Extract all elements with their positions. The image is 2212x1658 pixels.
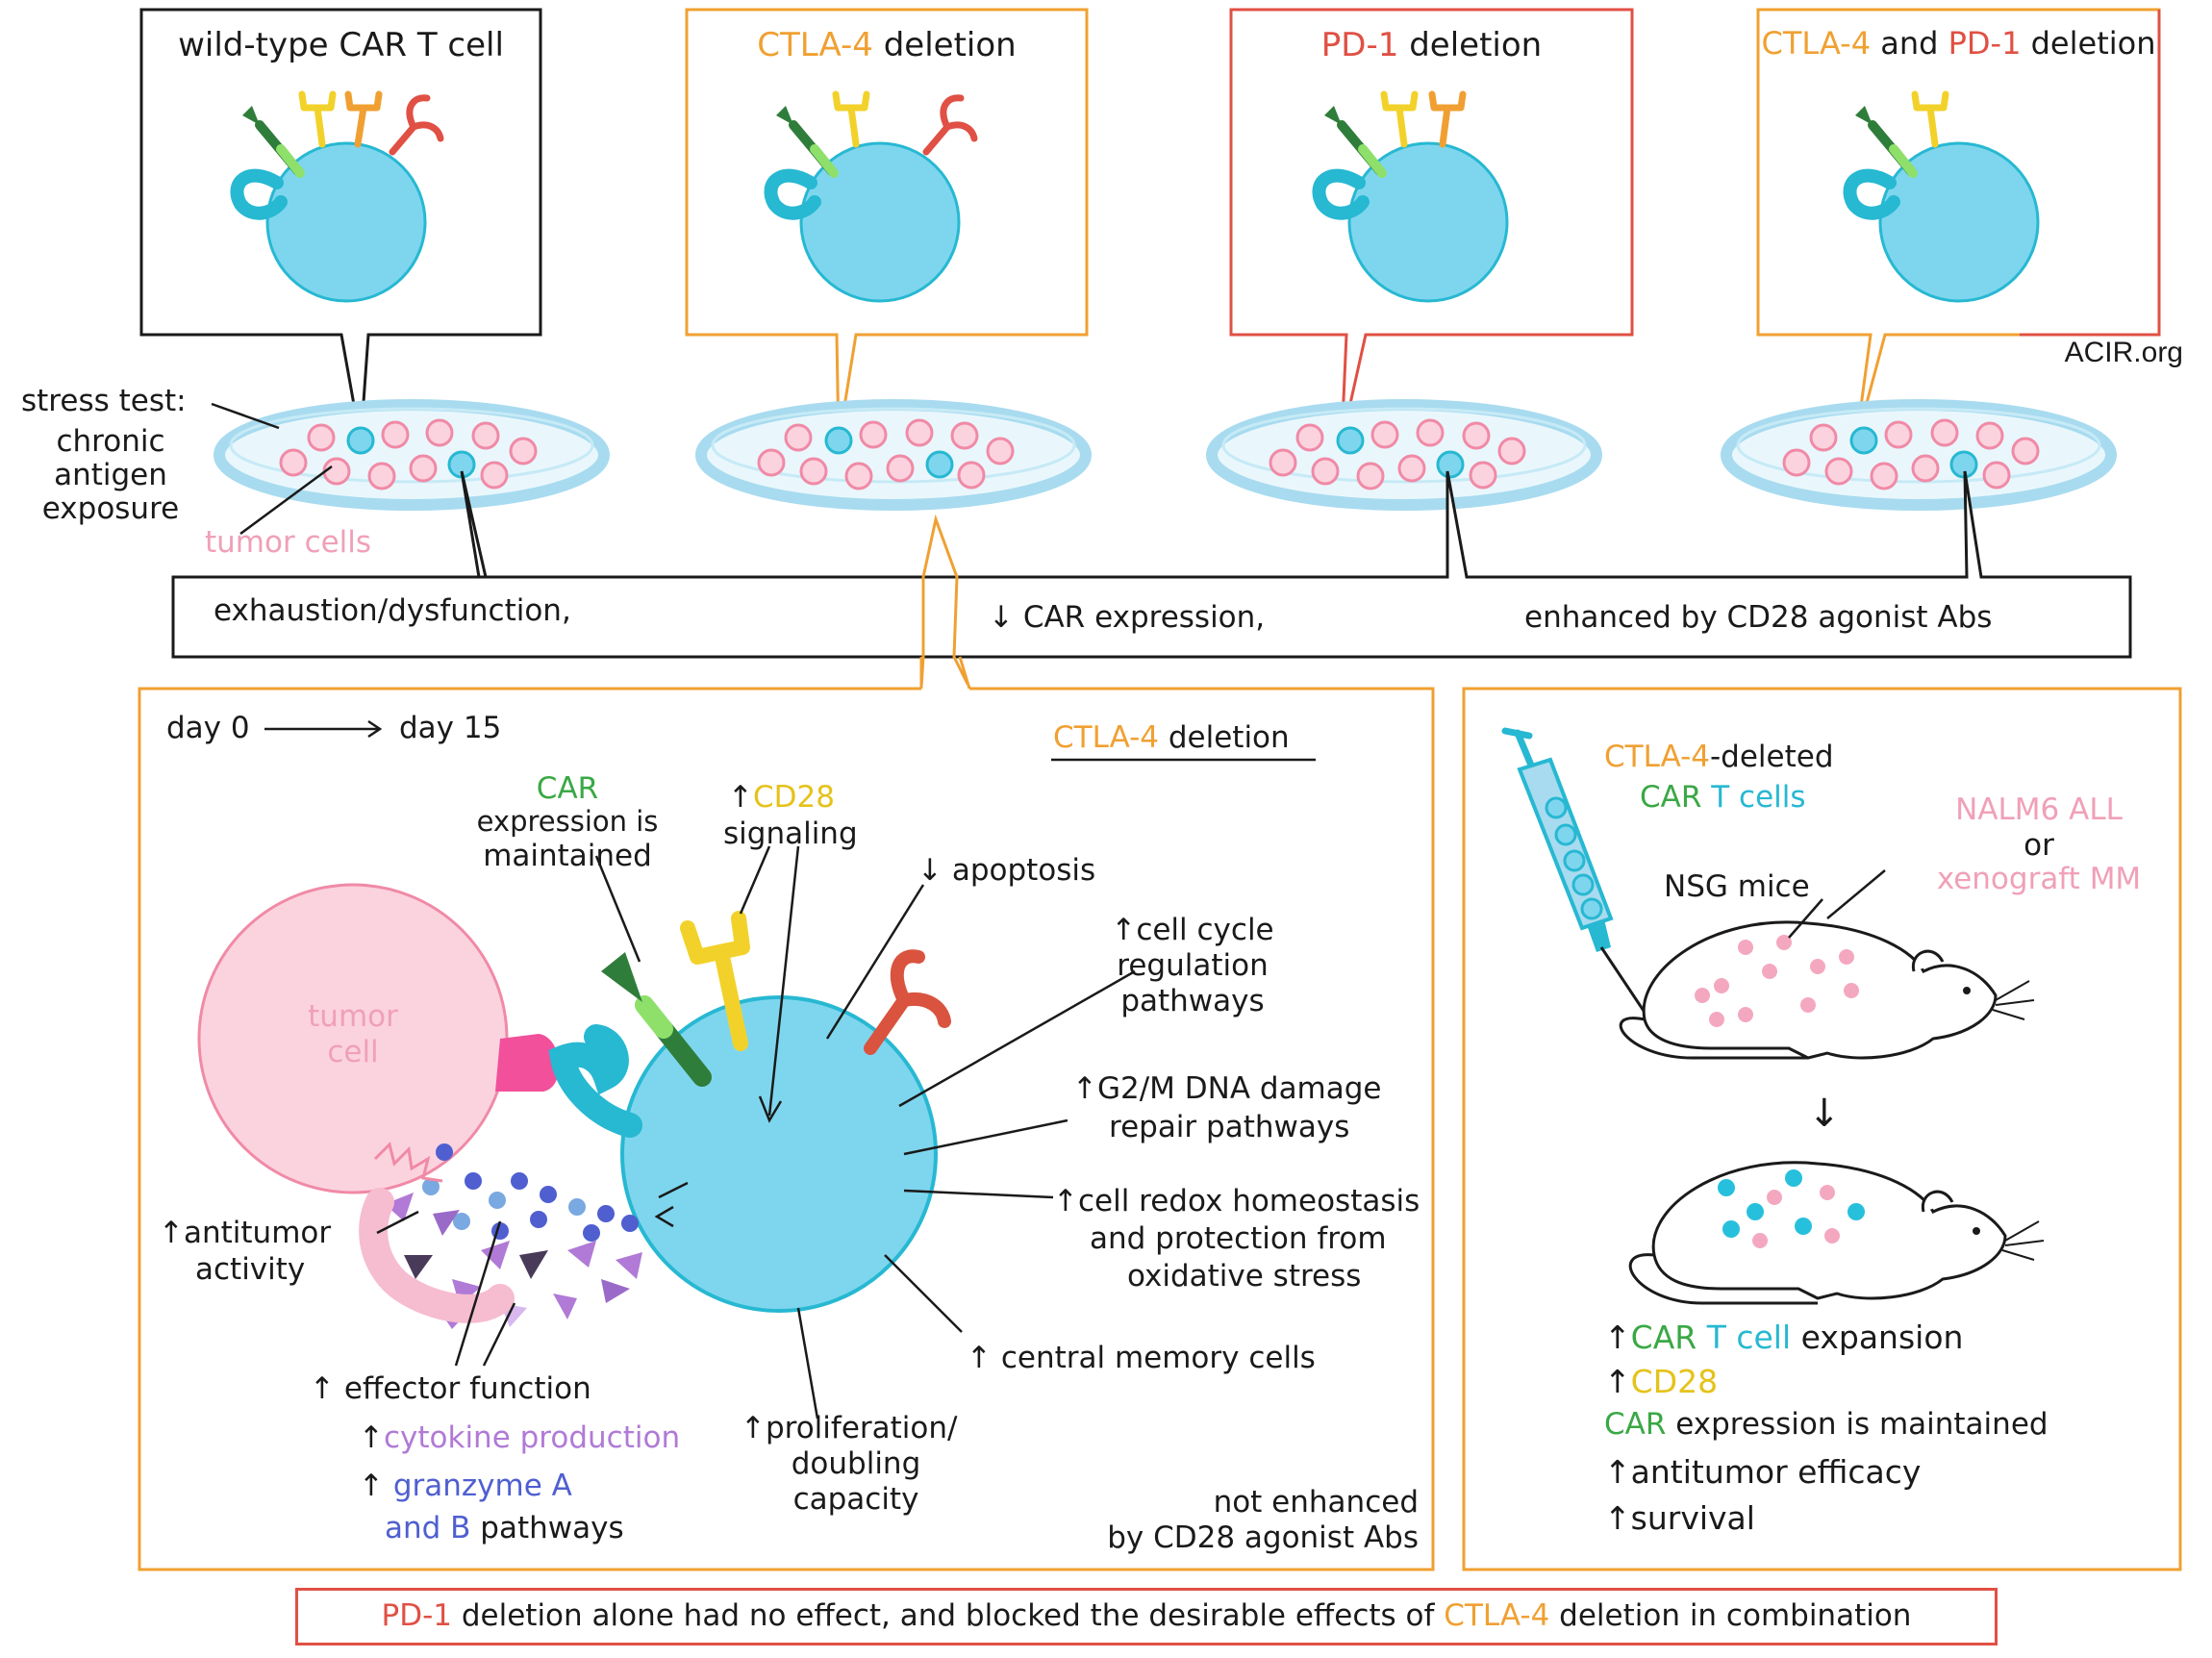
petri-dish-3 bbox=[1206, 399, 1602, 511]
mouse-after bbox=[1628, 1161, 2045, 1305]
panel-pd1 bbox=[1229, 8, 1634, 443]
prolif-1: ↑proliferation/ bbox=[741, 1411, 958, 1445]
credit: ACIR.org bbox=[2064, 337, 2183, 368]
detail-title: CTLA-4 deletion bbox=[1053, 720, 1290, 755]
tumor-cell-label-2: cell bbox=[327, 1035, 379, 1069]
nsg-label: NSG mice bbox=[1664, 869, 1810, 904]
result-1: ↑CAR T cell expansion bbox=[1604, 1319, 1964, 1356]
car-label-2: expression is bbox=[476, 805, 659, 838]
cd28-label: ↑CD28 bbox=[728, 780, 835, 815]
result-2: ↑CD28 bbox=[1604, 1363, 1719, 1400]
g2m-1: ↑G2/M DNA damage bbox=[1072, 1071, 1382, 1106]
cell-cycle-1: ↑cell cycle bbox=[1111, 913, 1274, 947]
summary-text-3: enhanced by CD28 agonist Abs bbox=[1524, 600, 1993, 635]
tumor-cells-label: tumor cells bbox=[205, 525, 372, 560]
or-label: or bbox=[2023, 828, 2054, 863]
t-cell-double bbox=[1878, 141, 2040, 303]
panel-ctla4 bbox=[685, 8, 1089, 443]
t-cell-wild-type bbox=[265, 141, 427, 303]
nalm6-label: NALM6 ALL bbox=[1955, 792, 2123, 827]
mouse-before bbox=[1619, 920, 2035, 1060]
syringe-icon bbox=[1501, 727, 1651, 1020]
timeline-arrow bbox=[264, 719, 383, 739]
stress-label-2: chronic bbox=[56, 424, 165, 459]
petri-dish-1 bbox=[214, 399, 610, 511]
car-label-1: CAR bbox=[536, 771, 599, 806]
detail-panel-frame bbox=[138, 687, 1435, 1571]
prolif-2: doubling bbox=[791, 1446, 921, 1481]
cd28-label-2: signaling bbox=[723, 816, 858, 851]
result-5: ↑survival bbox=[1604, 1499, 1755, 1537]
apoptosis-label: ↓ apoptosis bbox=[917, 853, 1096, 888]
not-enhanced-2: by CD28 agonist Abs bbox=[1107, 1520, 1419, 1555]
antitumor-1: ↑antitumor bbox=[159, 1216, 332, 1250]
stress-label-4: exposure bbox=[41, 491, 180, 526]
summary-text-1: exhaustion/dysfunction, bbox=[214, 593, 571, 628]
panel-title-ctla4-pd1: CTLA-4 and PD-1 deletion bbox=[1761, 25, 2156, 62]
prolif-3: capacity bbox=[792, 1482, 919, 1517]
mouse-down-arrow: ↓ bbox=[1808, 1092, 1841, 1136]
mouse-panel-frame bbox=[1462, 687, 2182, 1571]
deleted-label: CTLA-4-deleted bbox=[1604, 740, 1834, 774]
panel-title-ctla4: CTLA-4 deletion bbox=[757, 26, 1017, 64]
t-cell-pd1 bbox=[1347, 141, 1509, 303]
summary-text-2: ↓ CAR expression, bbox=[989, 600, 1266, 635]
petri-dish-2 bbox=[695, 399, 1092, 511]
stress-label-3: antigen bbox=[54, 458, 167, 492]
granzyme-label-2: and B pathways bbox=[385, 1511, 624, 1545]
footer-text: PD-1 deletion alone had no effect, and b… bbox=[381, 1598, 1912, 1633]
panel-title-wild-type: wild-type CAR T cell bbox=[178, 26, 504, 64]
not-enhanced-1: not enhanced bbox=[1213, 1485, 1419, 1520]
tumor-cell-label-1: tumor bbox=[308, 999, 398, 1034]
redox-1: ↑cell redox homeostasis bbox=[1053, 1184, 1420, 1218]
footer-box bbox=[295, 1588, 1998, 1645]
xeno-label: xenograft MM bbox=[1936, 862, 2142, 896]
t-cell-ctla4 bbox=[799, 141, 961, 303]
cell-cycle-3: pathways bbox=[1120, 984, 1265, 1018]
panel-ctla4-pd1 bbox=[1756, 8, 2161, 443]
petri-dish-4 bbox=[1721, 399, 2117, 511]
car-label-3: maintained bbox=[483, 839, 652, 873]
timeline-end: day 15 bbox=[399, 711, 502, 745]
summary-bar-frame bbox=[171, 470, 2132, 659]
antigen-shape bbox=[495, 1034, 560, 1092]
memory-label: ↑ central memory cells bbox=[967, 1341, 1316, 1375]
annotation-lines bbox=[376, 845, 1136, 1419]
car-t-cells-label: CAR T cells bbox=[1640, 780, 1806, 815]
granules bbox=[422, 1143, 639, 1242]
result-4: ↑antitumor efficacy bbox=[1604, 1453, 1922, 1491]
result-3: CAR expression is maintained bbox=[1604, 1407, 2049, 1442]
redox-3: oxidative stress bbox=[1127, 1259, 1362, 1294]
panel-title-pd1: PD-1 deletion bbox=[1320, 26, 1543, 64]
cell-cycle-2: regulation bbox=[1117, 948, 1269, 983]
effector-label: ↑ effector function bbox=[310, 1371, 591, 1406]
cytokine-label: ↑cytokine production bbox=[359, 1420, 681, 1455]
panel-wild-type bbox=[139, 8, 542, 443]
redox-2: and protection from bbox=[1090, 1221, 1387, 1256]
g2m-2: repair pathways bbox=[1109, 1110, 1350, 1144]
granzyme-label-1: ↑ granzyme A bbox=[359, 1469, 572, 1503]
timeline-start: day 0 bbox=[166, 711, 250, 745]
antitumor-2: activity bbox=[195, 1252, 306, 1287]
stress-label: stress test: bbox=[21, 384, 187, 418]
